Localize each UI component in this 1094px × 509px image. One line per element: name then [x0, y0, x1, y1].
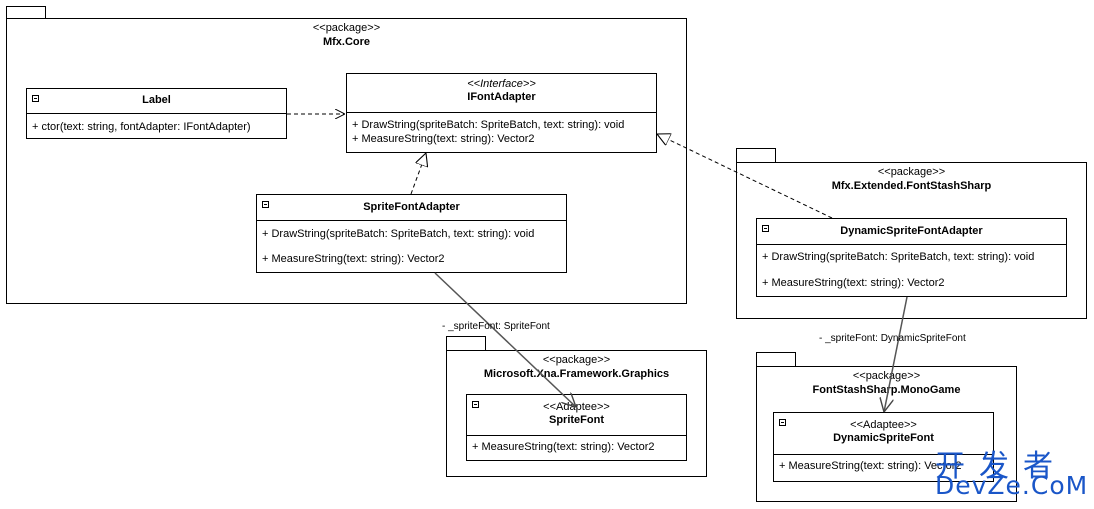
class-stereotype: <<Adaptee>>	[850, 419, 917, 431]
realization-dynamicspritefontadapter	[657, 134, 833, 219]
class-name: DynamicSpriteFontAdapter	[840, 225, 983, 237]
divider	[757, 244, 1066, 245]
operation: + ctor(text: string, fontAdapter: IFontA…	[32, 121, 251, 133]
class-ifontadapter[interactable]: <<Interface>> IFontAdapter + DrawString(…	[346, 73, 657, 153]
operation: + DrawString(spriteBatch: SpriteBatch, t…	[262, 228, 535, 240]
collapse-icon[interactable]	[762, 225, 769, 232]
operation: + MeasureString(text: string): Vector2	[352, 133, 535, 145]
package-stereotype: <<package>>	[312, 22, 381, 34]
association-dynamicspritefont	[884, 296, 908, 412]
package-stereotype: <<package>>	[542, 354, 611, 366]
class-name: DynamicSpriteFont	[833, 432, 934, 444]
operation: + MeasureString(text: string): Vector2	[262, 253, 445, 265]
divider	[467, 435, 686, 436]
operation: + MeasureString(text: string): Vector2	[762, 277, 945, 289]
divider	[257, 220, 566, 221]
collapse-icon[interactable]	[472, 401, 479, 408]
class-stereotype: <<Interface>>	[467, 78, 536, 90]
divider	[27, 113, 286, 114]
package-stereotype: <<package>>	[877, 166, 946, 178]
collapse-icon[interactable]	[32, 95, 39, 102]
operation: + MeasureString(text: string): Vector2	[779, 460, 962, 472]
watermark-line-2: DevZe.CoM	[935, 471, 1089, 500]
package-name: FontStashSharp.MonoGame	[812, 384, 961, 396]
divider	[347, 112, 656, 113]
operation: + DrawString(spriteBatch: SpriteBatch, t…	[762, 251, 1035, 263]
watermark-logo: 开发者 DevZe.CoM	[935, 441, 1089, 501]
association-label-dynamicspritefont: - _spriteFont: DynamicSpriteFont	[819, 333, 966, 344]
package-stereotype: <<package>>	[852, 370, 921, 382]
class-name: IFontAdapter	[467, 91, 536, 103]
operation: + MeasureString(text: string): Vector2	[472, 441, 655, 453]
realization-spritefontadapter	[410, 153, 426, 195]
watermark-line-1: 开发者	[935, 449, 1067, 484]
package-name: Mfx.Core	[322, 36, 371, 48]
package-name: Mfx.Extended.FontStashSharp	[831, 180, 992, 192]
class-label[interactable]: Label + ctor(text: string, fontAdapter: …	[26, 88, 287, 139]
class-spritefontadapter[interactable]: SpriteFontAdapter + DrawString(spriteBat…	[256, 194, 567, 273]
association-label-spritefont: - _spriteFont: SpriteFont	[442, 321, 550, 332]
class-name: SpriteFont	[549, 414, 604, 426]
package-name: Microsoft.Xna.Framework.Graphics	[483, 368, 670, 380]
class-name: SpriteFontAdapter	[363, 201, 460, 213]
divider	[774, 454, 993, 455]
class-dynamicspritefontadapter[interactable]: DynamicSpriteFontAdapter + DrawString(sp…	[756, 218, 1067, 297]
association-spritefont	[434, 272, 576, 407]
collapse-icon[interactable]	[262, 201, 269, 208]
class-dynamicspritefont[interactable]: <<Adaptee>> DynamicSpriteFont + MeasureS…	[773, 412, 994, 482]
collapse-icon[interactable]	[779, 419, 786, 426]
operation: + DrawString(spriteBatch: SpriteBatch, t…	[352, 119, 625, 131]
class-name: Label	[142, 94, 171, 106]
